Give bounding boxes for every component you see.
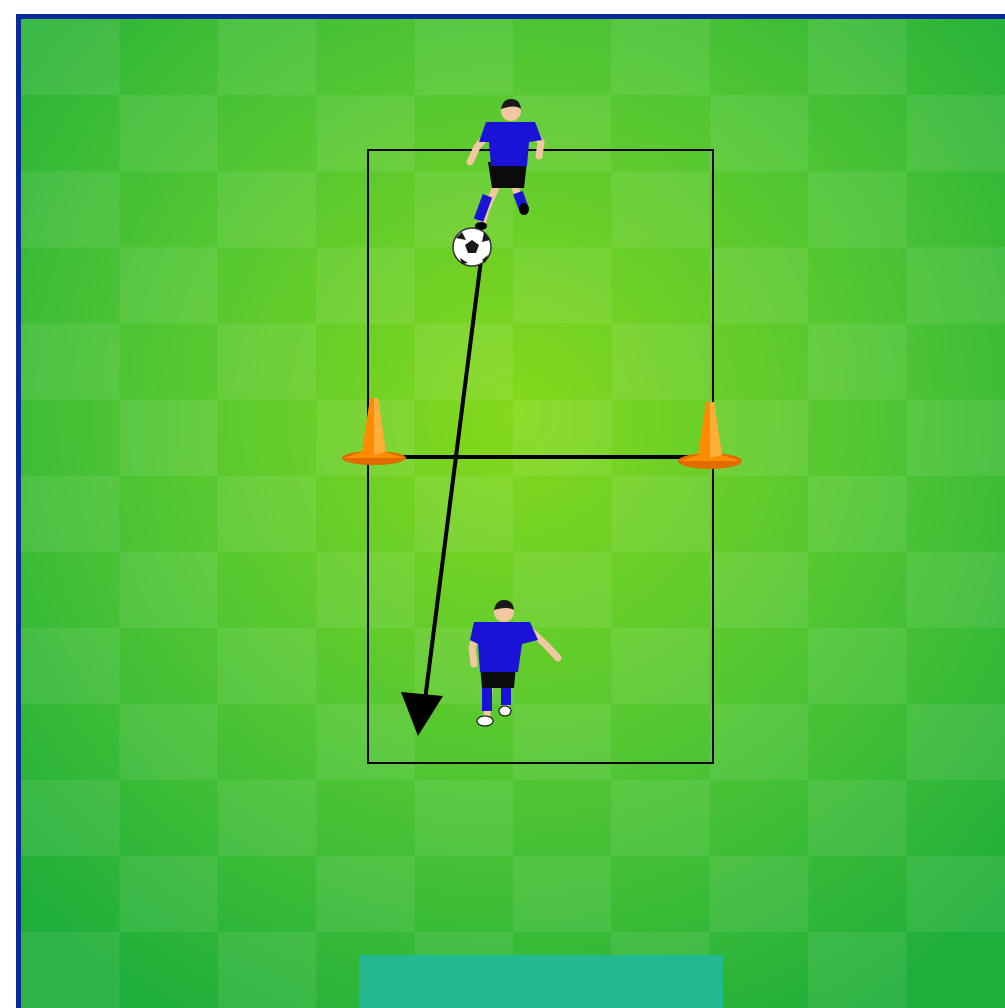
- checker-tile: [415, 476, 513, 552]
- checker-tile: [710, 856, 808, 932]
- checker-tile: [21, 323, 119, 399]
- checker-tile: [513, 552, 611, 628]
- checker-tile: [119, 247, 217, 323]
- checker-tile: [119, 856, 217, 932]
- checker-tile: [611, 780, 709, 856]
- checker-tile: [218, 19, 316, 95]
- checker-tile: [316, 95, 414, 171]
- checker-tile: [611, 171, 709, 247]
- checker-tile: [21, 932, 119, 1008]
- checker-tile: [513, 704, 611, 780]
- checker-tile: [21, 628, 119, 704]
- checker-tile: [21, 476, 119, 552]
- checker-tile: [119, 552, 217, 628]
- checker-tile: [808, 19, 906, 95]
- checker-tile: [513, 247, 611, 323]
- checker-tile: [218, 171, 316, 247]
- checker-tile: [218, 932, 316, 1008]
- checker-tile: [808, 932, 906, 1008]
- checker-tile: [316, 856, 414, 932]
- checker-tile: [611, 323, 709, 399]
- checker-tile: [415, 780, 513, 856]
- checker-tile: [119, 95, 217, 171]
- checker-tile: [21, 780, 119, 856]
- checker-tile: [808, 628, 906, 704]
- checker-tile: [218, 323, 316, 399]
- checker-tile: [808, 171, 906, 247]
- checker-tile: [218, 628, 316, 704]
- checker-tile: [907, 399, 1005, 475]
- checker-tile: [21, 171, 119, 247]
- checker-tile: [316, 552, 414, 628]
- checker-tile: [907, 95, 1005, 171]
- checker-tile: [710, 704, 808, 780]
- checker-tile: [611, 476, 709, 552]
- checker-tile: [710, 95, 808, 171]
- checker-tile: [316, 247, 414, 323]
- checker-tile: [710, 552, 808, 628]
- footer-bar: [359, 955, 723, 1008]
- checker-tile: [218, 780, 316, 856]
- checker-tile: [119, 704, 217, 780]
- checker-tile: [218, 476, 316, 552]
- checker-tile: [21, 19, 119, 95]
- checker-tile: [907, 247, 1005, 323]
- checker-tile: [808, 476, 906, 552]
- checker-tile: [611, 19, 709, 95]
- checker-tile: [611, 628, 709, 704]
- checker-tile: [808, 323, 906, 399]
- checker-tile: [808, 780, 906, 856]
- soccer-ball: [453, 228, 491, 266]
- checker-tile: [513, 399, 611, 475]
- checker-tile: [513, 856, 611, 932]
- checker-tile: [119, 399, 217, 475]
- checker-tile: [907, 552, 1005, 628]
- checker-tile: [907, 704, 1005, 780]
- checker-tile: [316, 704, 414, 780]
- checker-tile: [415, 19, 513, 95]
- checker-tile: [907, 856, 1005, 932]
- checker-tile: [710, 247, 808, 323]
